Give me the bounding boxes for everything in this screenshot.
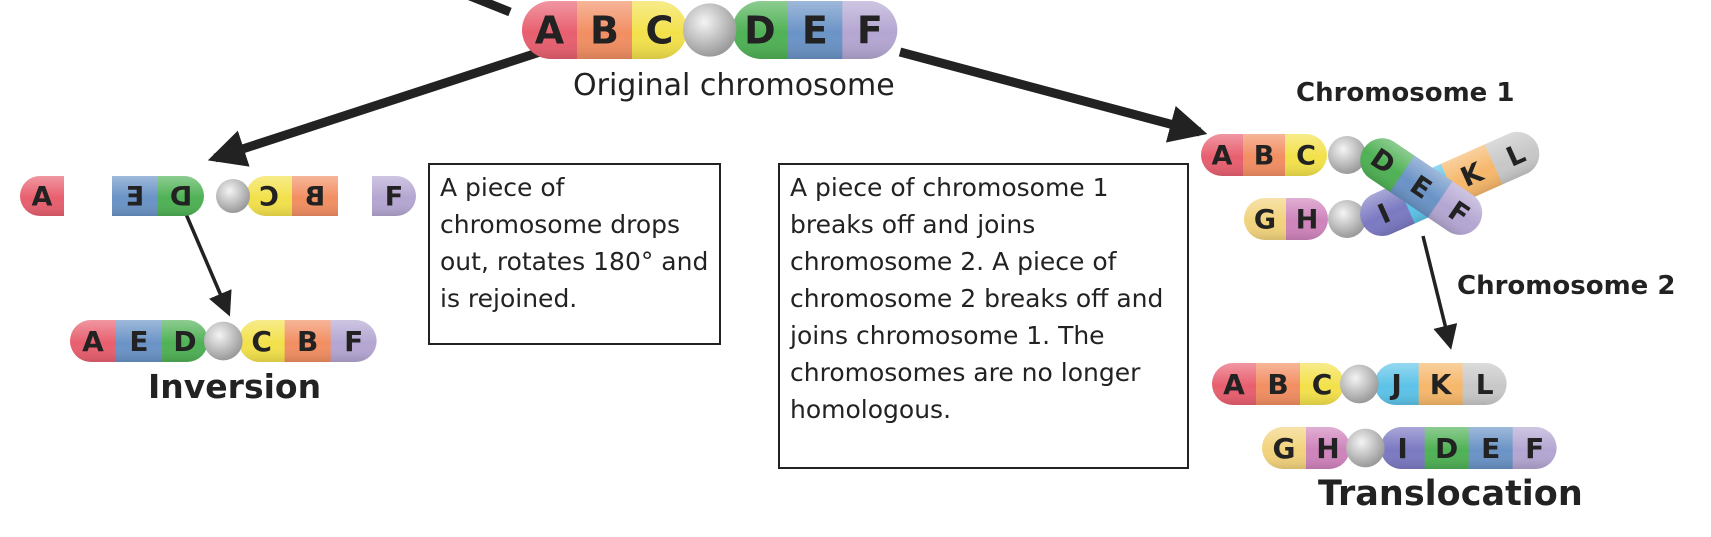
gene-label-g: G [1273,432,1296,465]
chromosome1-q-arm: DEF [1351,129,1491,244]
inversion-piece-a: A [20,176,64,216]
arrow-inversion-result [184,213,232,317]
centromere [1328,200,1366,238]
gene-label-b: B [305,182,326,213]
chromosome2-label: Chromosome 2 [1457,271,1676,301]
centromere [1346,428,1385,468]
gene-label-c: C [1312,368,1333,401]
gene-label-d: D [170,182,192,213]
gene-label-b: B [297,325,318,358]
centromere [1340,364,1379,404]
gene-label-g: G [1254,205,1276,236]
gene-label-f: F [344,325,363,358]
inversion-description: A piece of chromosome drops out, rotates… [428,163,721,345]
gene-label-e: E [1481,432,1500,465]
chromosome1-q-arm-rotated: DEF [1351,129,1491,244]
gene-label-a: A [535,9,565,53]
gene-label-d: D [173,325,196,358]
arrow-to-translocation [898,47,1208,143]
inversion-title: Inversion [148,367,322,406]
gene-label-i: I [1397,432,1407,465]
gene-label-f: F [385,182,403,213]
chromosome1-label: Chromosome 1 [1296,78,1515,108]
gene-label-h: H [1316,432,1339,465]
gene-label-b: B [1254,141,1275,172]
centromere [1328,136,1366,174]
gene-label-a: A [1212,141,1233,172]
gene-label-d: D [744,9,776,53]
original-chromosome-caption: Original chromosome [573,68,895,103]
gene-label-c: C [251,325,272,358]
gene-label-c: C [1296,141,1316,172]
gene-label-d: D [1435,432,1458,465]
gene-label-a: A [32,182,53,213]
gene-label-a: A [1223,368,1245,401]
gene-label-b: B [590,9,619,53]
translocation-crossing: ABCGHIJKLDEF [1201,124,1547,244]
gene-label-e: E [802,9,828,53]
gene-label-f: F [1525,432,1544,465]
gene-label-b: B [1267,368,1288,401]
translocation-description: A piece of chromosome 1 breaks off and j… [778,163,1189,469]
gene-label-e: E [129,325,148,358]
arrow-to-inversion [207,47,542,167]
translocation-title: Translocation [1318,474,1583,514]
gene-label-c: C [259,182,279,213]
gene-label-j: J [1389,368,1401,401]
gene-label-k: K [1430,368,1453,401]
centromere [683,3,737,57]
arrow-translocation-result [1421,235,1458,350]
gene-label-c: C [646,9,674,53]
centromere [204,321,243,361]
gene-label-l: L [1476,368,1494,401]
gene-label-e: E [126,182,144,213]
inversion-piece-f: F [372,176,416,216]
gene-label-a: A [82,325,104,358]
gene-label-f: F [857,9,883,53]
chromosome-layer: ABCDEFAEDCBFAEDCBFABCGHIJKLDEFABCJKLGHID… [20,1,1557,469]
gene-label-h: H [1296,205,1319,236]
centromere [216,179,250,213]
arrow-from-top [467,0,512,17]
